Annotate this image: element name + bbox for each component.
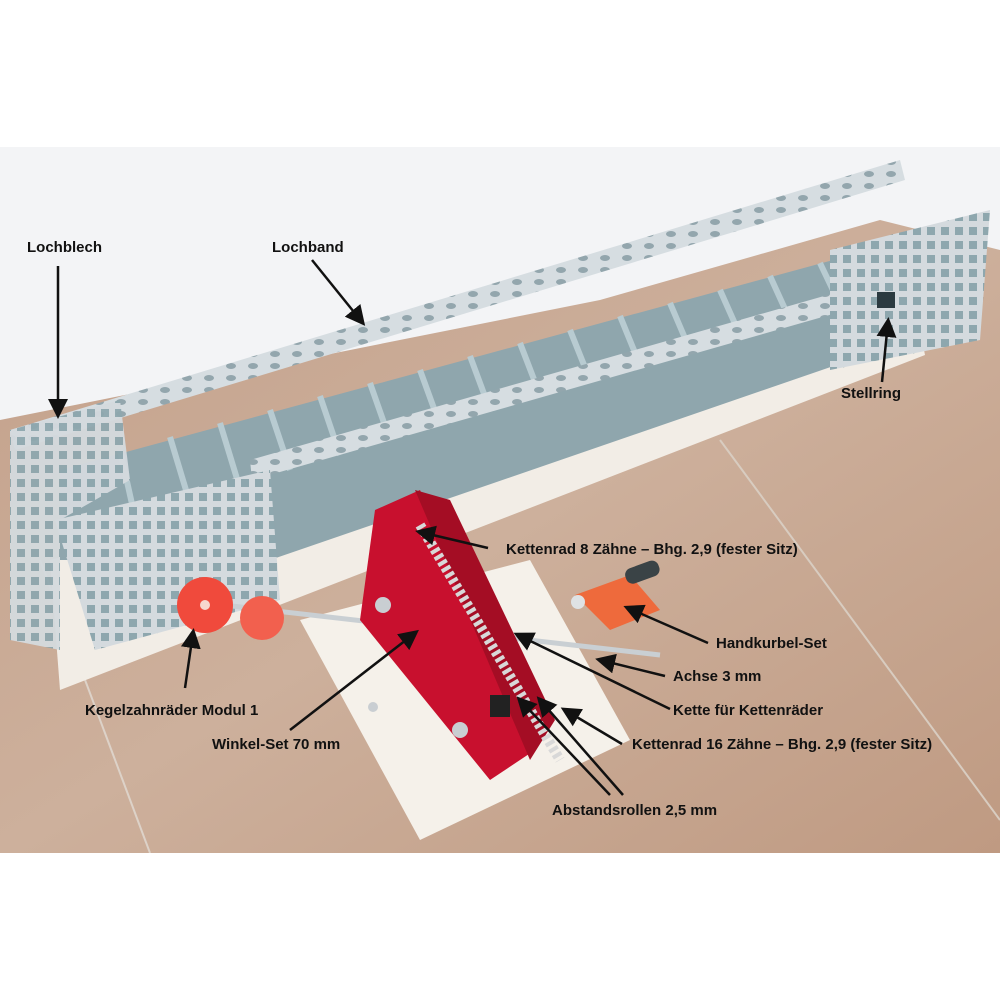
label-winkel-set: Winkel-Set 70 mm [212, 736, 341, 753]
label-handkurbel-set: Handkurbel-Set [716, 635, 827, 652]
label-stellring: Stellring [841, 385, 902, 402]
product-photo [0, 147, 1000, 853]
label-achse: Achse 3 mm [673, 668, 762, 685]
label-kettenrad-8: Kettenrad 8 Zähne – Bhg. 2,9 (fester Sit… [506, 541, 798, 558]
label-kette: Kette für Kettenräder [673, 702, 824, 719]
label-abstandsrollen: Abstandsrollen 2,5 mm [552, 802, 718, 819]
label-kettenrad-16: Kettenrad 16 Zähne – Bhg. 2,9 (fester Si… [632, 736, 933, 753]
label-lochband: Lochband [272, 239, 344, 256]
label-lochblech: Lochblech [27, 239, 103, 256]
label-kegelzahnraeder: Kegelzahnräder Modul 1 [85, 702, 259, 719]
